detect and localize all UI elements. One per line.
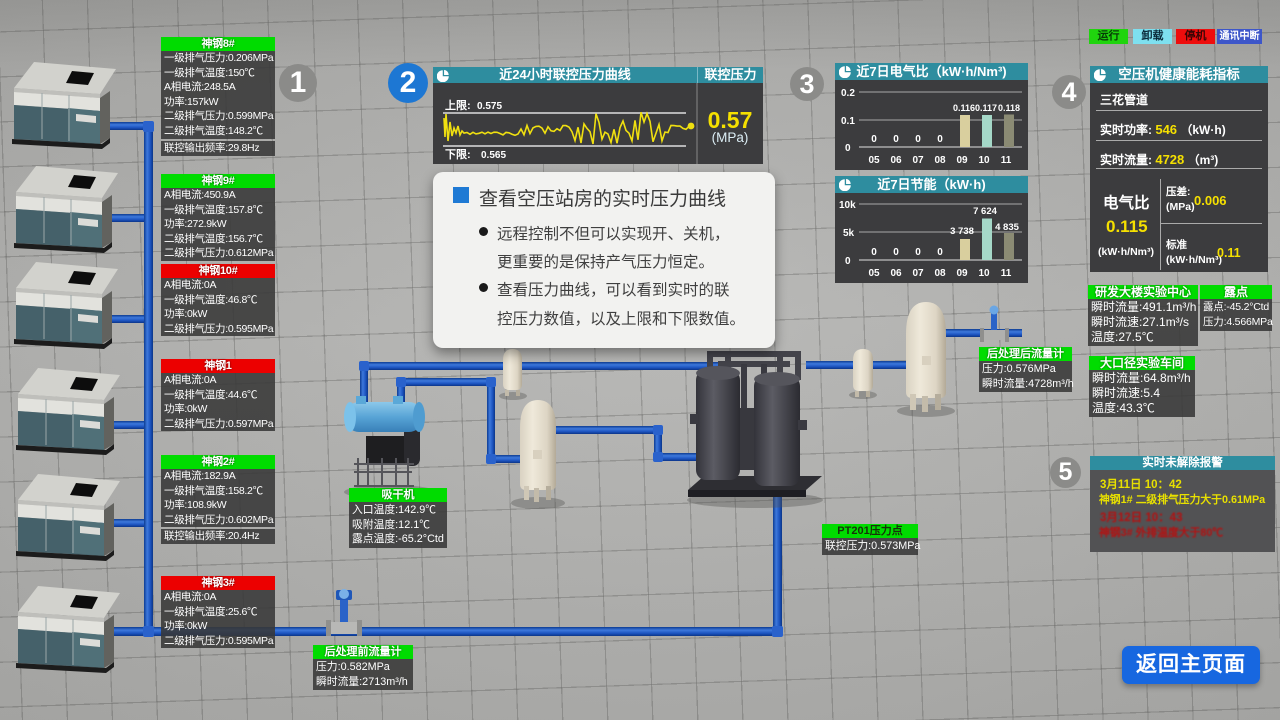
svg-text:0.565: 0.565 bbox=[481, 150, 506, 161]
svg-text:3 738: 3 738 bbox=[950, 226, 974, 237]
svg-text:0: 0 bbox=[937, 247, 943, 258]
svg-text:07: 07 bbox=[912, 268, 924, 279]
svg-text:0.116: 0.116 bbox=[953, 103, 975, 113]
svg-text:0: 0 bbox=[893, 247, 899, 258]
svg-text:05: 05 bbox=[868, 155, 880, 166]
svg-text:0: 0 bbox=[937, 134, 943, 145]
svg-text:上限:: 上限: bbox=[445, 98, 471, 112]
svg-text:0.575: 0.575 bbox=[477, 101, 502, 112]
svg-text:06: 06 bbox=[890, 155, 902, 166]
svg-text:10k: 10k bbox=[839, 200, 856, 211]
svg-text:11: 11 bbox=[1001, 268, 1012, 279]
svg-text:0: 0 bbox=[915, 134, 921, 145]
svg-text:5k: 5k bbox=[843, 228, 855, 239]
svg-text:0: 0 bbox=[893, 134, 899, 145]
svg-text:下限:: 下限: bbox=[445, 147, 471, 161]
svg-text:0: 0 bbox=[871, 134, 877, 145]
svg-text:08: 08 bbox=[934, 268, 946, 279]
svg-text:10: 10 bbox=[978, 155, 990, 166]
svg-text:0: 0 bbox=[915, 247, 921, 258]
svg-text:05: 05 bbox=[868, 268, 880, 279]
svg-text:06: 06 bbox=[890, 268, 902, 279]
svg-text:0.2: 0.2 bbox=[841, 88, 855, 99]
svg-text:0: 0 bbox=[871, 247, 877, 258]
svg-text:0.117: 0.117 bbox=[975, 103, 997, 113]
svg-text:07: 07 bbox=[912, 155, 924, 166]
svg-text:09: 09 bbox=[956, 155, 968, 166]
svg-text:0.118: 0.118 bbox=[998, 103, 1020, 113]
svg-text:0: 0 bbox=[845, 256, 851, 267]
svg-text:10: 10 bbox=[978, 268, 990, 279]
svg-text:08: 08 bbox=[934, 155, 946, 166]
svg-text:11: 11 bbox=[1001, 155, 1012, 166]
svg-text:09: 09 bbox=[956, 268, 968, 279]
svg-text:0: 0 bbox=[845, 143, 851, 154]
svg-text:7 624: 7 624 bbox=[973, 206, 997, 217]
svg-text:4 835: 4 835 bbox=[995, 222, 1019, 233]
svg-text:0.1: 0.1 bbox=[841, 116, 855, 127]
